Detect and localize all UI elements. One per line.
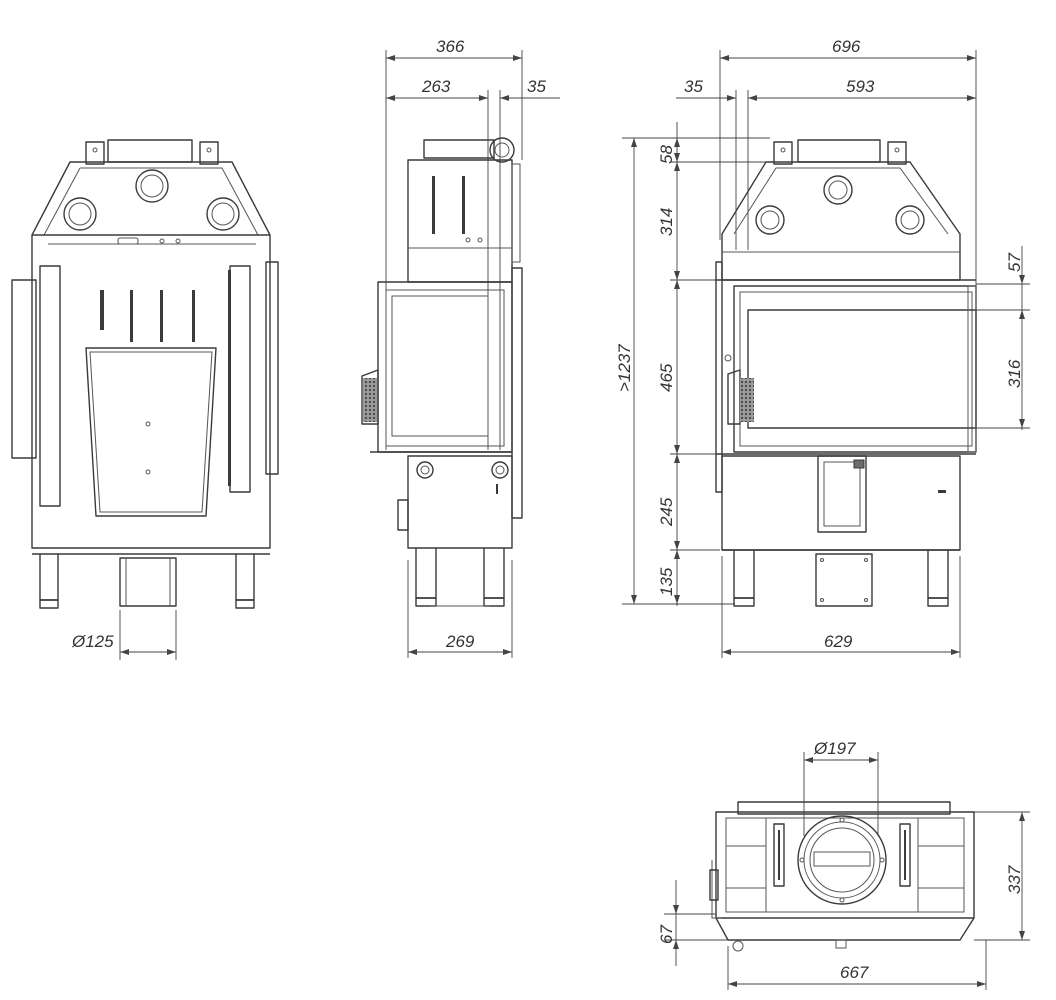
height-legs-label: 135 [657,567,676,596]
glass-offset-label: 57 [1005,253,1024,272]
width-offset-label: 35 [684,77,703,96]
height-total-label: >1237 [615,344,634,392]
rear-view: 696 35 593 >1237 58 314 465 245 135 [615,37,1030,658]
width-inner-label: 593 [846,77,875,96]
air-grille [363,378,377,422]
top-depth-label: 337 [1005,865,1024,894]
height-top-label: 58 [657,145,676,164]
viewing-glass [747,309,977,429]
air-outlet [206,197,240,231]
air-outlet [63,197,97,231]
depth-total-label: 366 [436,37,465,56]
width-total-label: 696 [832,37,861,56]
top-width-label: 667 [840,963,869,982]
flue-collar [489,137,515,163]
side-handle [11,279,37,459]
mounting-bracket [199,141,219,165]
height-hood-label: 314 [657,208,676,236]
height-lower-label: 245 [657,497,676,527]
lower-duct [817,455,867,533]
top-outlet [797,815,887,905]
glass-height-label: 316 [1005,359,1024,388]
air-outlet [135,169,169,203]
top-rim-label: 67 [657,925,676,944]
depth-offset-label: 35 [527,77,546,96]
mounting-bracket [85,141,105,165]
flue-diameter-label: Ø125 [71,632,114,651]
outlet-diameter-label: Ø197 [813,739,856,758]
door-glass [85,347,217,517]
height-firebox-label: 465 [657,363,676,392]
rear-base-width-label: 629 [824,632,853,651]
side-view: 366 263 35 [361,37,560,658]
side-base-width-label: 269 [445,632,475,651]
front-view: Ø125 [11,139,279,660]
flue-pipe [119,557,177,607]
depth-body-label: 263 [421,77,451,96]
top-view: Ø197 337 [657,739,1030,990]
